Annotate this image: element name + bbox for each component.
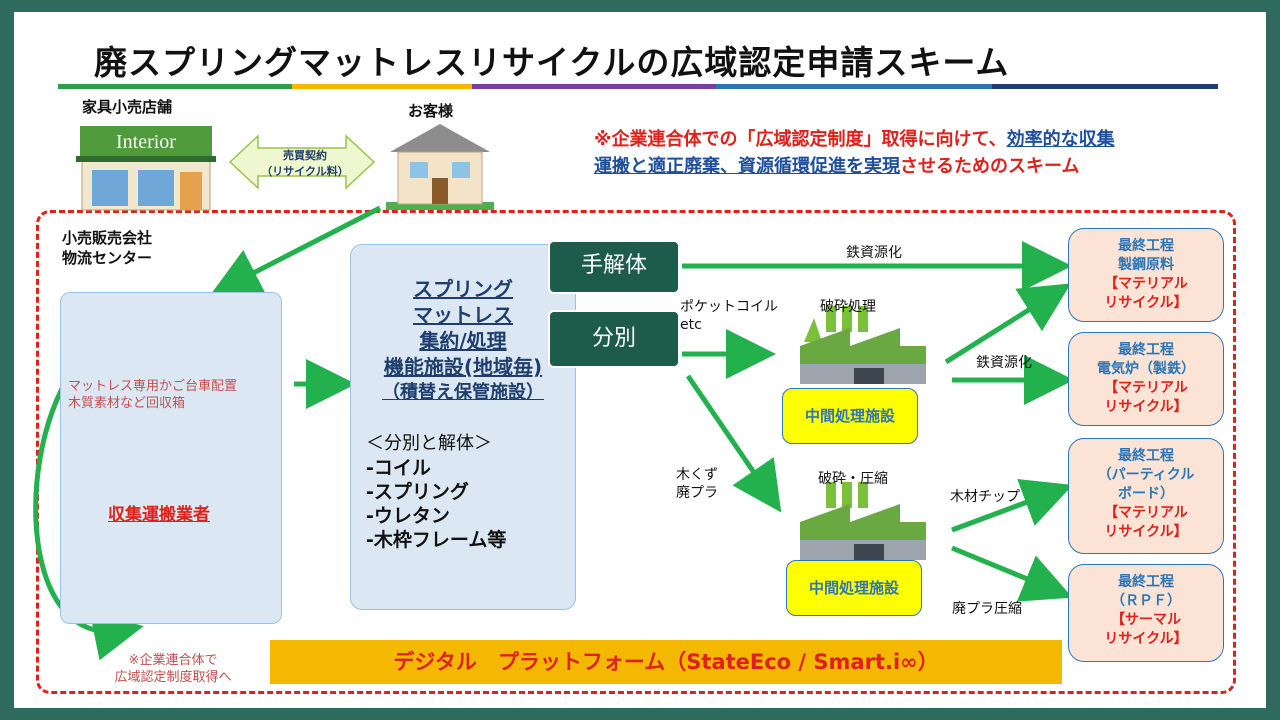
sort-box: 分別: [548, 310, 680, 368]
final1-line4: リサイクル】: [1104, 295, 1188, 311]
list-item: -ウレタン: [366, 505, 450, 527]
flow-label-pocket-coil: ポケットコイル etc: [680, 298, 778, 334]
final3-line2: （パーティクル: [1097, 467, 1195, 483]
logistics-panel: [60, 292, 282, 624]
retail-center-line1: 小売販売会社: [62, 229, 153, 247]
list-item: -コイル: [366, 457, 431, 479]
final-process-2: 最終工程 電気炉（製鉄） 【マテリアル リサイクル】: [1068, 332, 1224, 426]
flow-label-plastic-compress: 廃プラ圧縮: [952, 601, 1022, 617]
flow-label-iron2: 鉄資源化: [976, 355, 1032, 371]
contract-label: 売買契約 （リサイクル料）: [248, 138, 362, 180]
mid-line4: 機能施設(地域毎): [383, 355, 543, 379]
factory-illustration-2: [800, 482, 926, 560]
dismantle-list: ＜分別と解体＞ -コイル -スプリング -ウレタン -木枠フレーム等: [366, 432, 506, 552]
aggregation-panel: [350, 244, 576, 610]
mid-line2: マットレス: [413, 303, 513, 327]
pocket-coil-line1: ポケットコイル: [680, 299, 778, 315]
final1-line3: 【マテリアル: [1104, 276, 1188, 292]
final2-line3: 【マテリアル: [1104, 380, 1188, 396]
contract-arrow: [228, 134, 376, 190]
title-bar: [58, 84, 1218, 89]
final-process-3: 最終工程 （パーティクル ボード） 【マテリアル リサイクル】: [1068, 438, 1224, 554]
pocket-coil-line2: etc: [680, 317, 702, 333]
shop-sign: Interior: [116, 131, 176, 153]
final-process-4: 最終工程 （ＲＰＦ） 【サーマル リサイクル】: [1068, 564, 1224, 662]
list-item: -スプリング: [366, 481, 469, 503]
final4-line1: 最終工程: [1118, 574, 1174, 590]
customer-label: お客様: [408, 102, 454, 120]
flow-label-crush: 破砕処理: [820, 299, 876, 315]
page-title: 廃スプリングマットレスリサイクルの広域認定申請スキーム: [94, 43, 1010, 82]
final4-line3: 【サーマル: [1111, 612, 1181, 628]
slide: 廃スプリングマットレスリサイクルの広域認定申請スキーム Interior: [14, 12, 1266, 708]
wood-line1: 木くず: [676, 467, 718, 483]
flow-label-iron1: 鉄資源化: [846, 245, 902, 261]
final3-line2b: ボード）: [1118, 486, 1174, 502]
note-part4: させるためのスキーム: [900, 156, 1080, 177]
retail-center-line2: 物流センター: [62, 249, 153, 267]
contract-line2: （リサイクル料）: [261, 165, 349, 178]
aggregation-heading: スプリング マットレス 集約/処理 機能施設(地域毎) （積替え保管施設）: [350, 276, 576, 406]
scheme-frame: [36, 210, 1236, 694]
final1-line1: 最終工程: [1118, 238, 1174, 254]
intermediate-facility-2: 中間処理施設: [786, 560, 922, 616]
final3-line4: リサイクル】: [1104, 524, 1188, 540]
footer-note-line2: 広域認定制度取得へ: [114, 670, 232, 685]
flow-label-crush-compress: 破砕・圧縮: [818, 471, 888, 487]
intermediate-facility-1: 中間処理施設: [782, 388, 918, 444]
house-illustration: [386, 124, 494, 210]
collector-label: 収集運搬業者: [108, 505, 210, 525]
final-process-1: 最終工程 製鋼原料 【マテリアル リサイクル】: [1068, 228, 1224, 322]
mid-line3: 集約/処理: [419, 329, 507, 353]
wood-line2: 廃プラ: [676, 485, 718, 501]
footer-note-line1: ※企業連合体で: [128, 653, 218, 668]
contract-line1: 売買契約: [283, 149, 327, 162]
note-part2: 効率的な収集: [1006, 129, 1115, 150]
note-part3: 運搬と適正廃棄、資源循環促進を実現: [594, 156, 900, 177]
flow-label-wood: 木くず 廃プラ: [676, 466, 718, 502]
flow-label-wood-chip: 木材チップ: [950, 489, 1020, 505]
final2-line2: 電気炉（製鉄）: [1097, 361, 1195, 377]
note-part1: ※企業連合体での「広域認定制度」取得に向けて、: [594, 129, 1007, 150]
left-panel-note: マットレス専用かご台車配置 木質素材など回収箱: [68, 378, 237, 412]
final3-line1: 最終工程: [1118, 448, 1174, 464]
final2-line4: リサイクル】: [1104, 399, 1188, 415]
mid-line5: （積替え保管施設）: [382, 382, 544, 403]
left-note-line2: 木質素材など回収箱: [68, 396, 186, 411]
final1-line2: 製鋼原料: [1118, 257, 1174, 273]
footer-note: ※企業連合体で 広域認定制度取得へ: [98, 652, 248, 686]
final3-line3: 【マテリアル: [1104, 505, 1188, 521]
final4-line2: （ＲＰＦ）: [1111, 593, 1181, 609]
shop-label: 家具小売店舗: [82, 98, 173, 116]
mid-line1: スプリング: [413, 277, 513, 301]
retail-center-label: 小売販売会社 物流センター: [62, 228, 152, 268]
hand-dismantle-box: 手解体: [548, 240, 680, 294]
list-item: -木枠フレーム等: [366, 529, 507, 551]
factory-illustration-1: [800, 306, 926, 384]
list-title: ＜分別と解体＞: [366, 433, 492, 454]
shop-illustration: [76, 126, 216, 211]
digital-platform-bar: デジタル プラットフォーム（StateEco / Smart.i∞）: [270, 640, 1062, 684]
final2-line1: 最終工程: [1118, 342, 1174, 358]
scheme-note: ※企業連合体での「広域認定制度」取得に向けて、効率的な収集 運搬と適正廃棄、資源…: [594, 126, 1214, 180]
left-note-line1: マットレス専用かご台車配置: [68, 379, 238, 394]
final4-line4: リサイクル】: [1104, 631, 1188, 647]
